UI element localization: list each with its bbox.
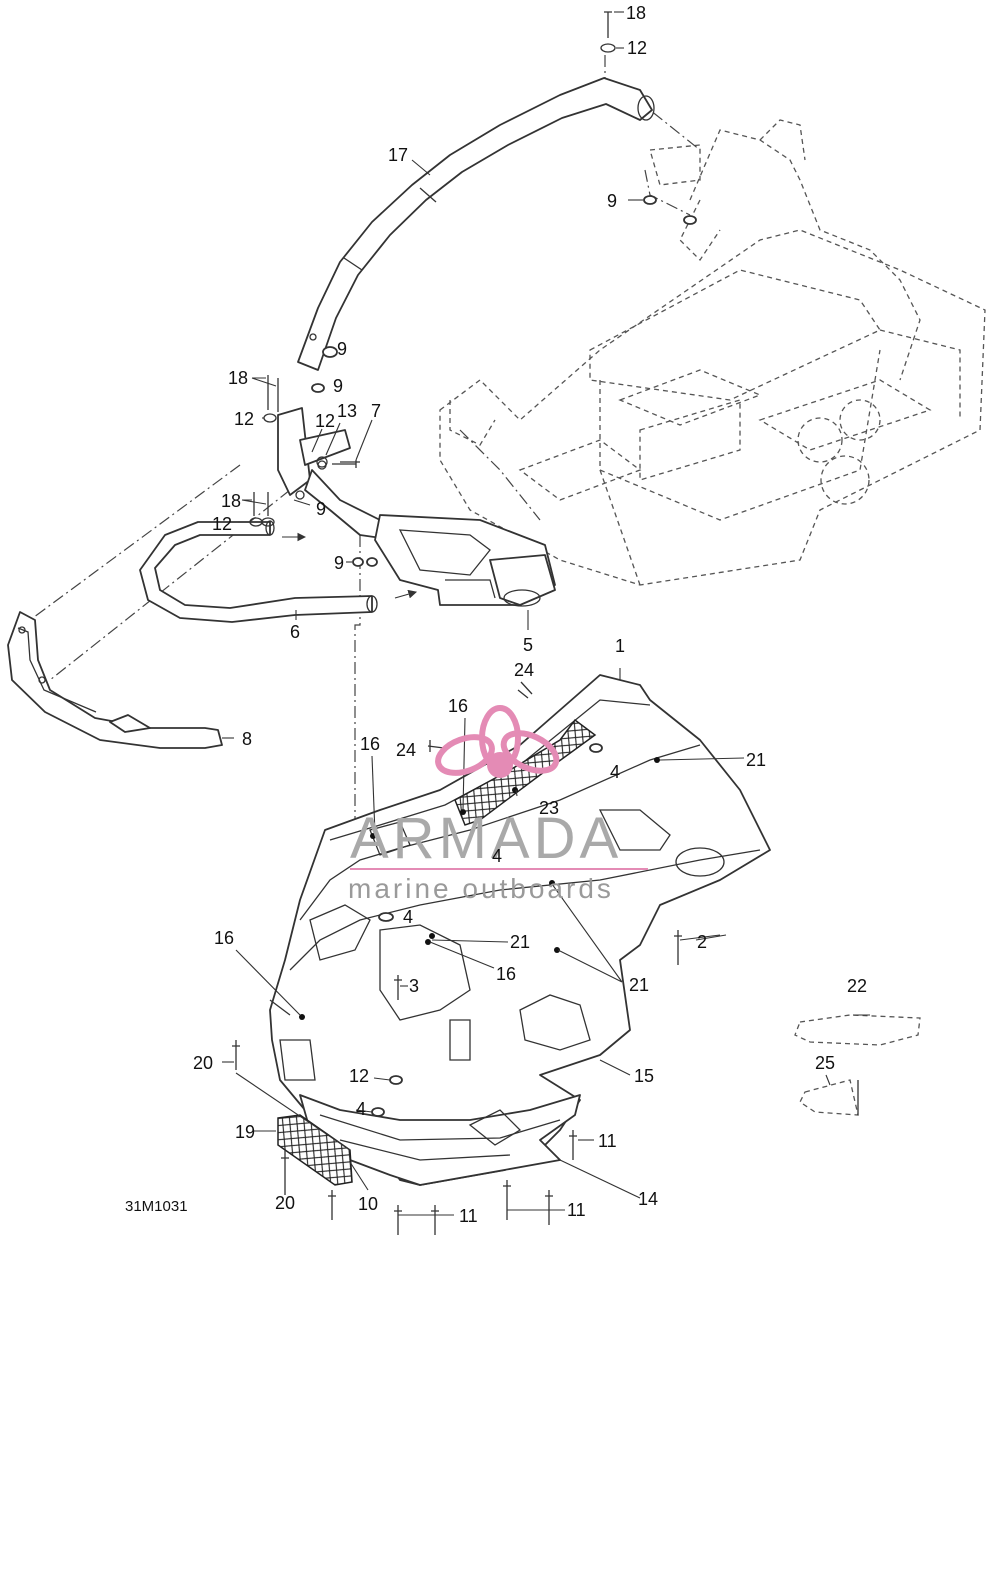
callout-13: 13 [337, 401, 357, 421]
callout-4: 4 [356, 1099, 366, 1119]
callout-14: 14 [638, 1189, 658, 1209]
watermark-brand: ARMADA [350, 806, 622, 871]
chassis-frame [439, 119, 986, 586]
callout-12: 12 [627, 38, 647, 58]
drawing-code: 31M1031 [125, 1198, 188, 1215]
callout-9: 9 [316, 499, 326, 519]
callout-11: 11 [459, 1206, 478, 1226]
callout-16: 16 [448, 696, 468, 716]
part-22 [794, 1014, 921, 1046]
fasteners [232, 11, 697, 1235]
callout-9: 9 [337, 339, 347, 359]
part-6-bumper-loop [139, 520, 378, 623]
callout-11: 11 [598, 1131, 617, 1151]
callout-21: 21 [629, 975, 649, 995]
part-14-skid-plate [299, 1094, 581, 1186]
part-23-mesh-grille [454, 718, 597, 826]
callout-4: 4 [610, 762, 620, 782]
callouts: 18 12 17 9 9 9 18 12 12 13 7 18 9 12 9 6… [193, 3, 867, 1226]
callout-10: 10 [358, 1194, 378, 1214]
callout-20: 20 [193, 1053, 213, 1073]
callout-9: 9 [607, 191, 617, 211]
callout-12: 12 [315, 411, 335, 431]
part-5-bracket [374, 514, 556, 607]
callout-21: 21 [746, 750, 766, 770]
callout-6: 6 [290, 622, 300, 642]
part-8-front-bumper [7, 611, 223, 749]
callout-1: 1 [615, 636, 625, 656]
watermark: ARMADA marine outboards [348, 705, 648, 904]
part-25 [799, 1079, 859, 1116]
callout-23: 23 [539, 798, 559, 818]
callout-25: 25 [815, 1053, 835, 1073]
callout-16: 16 [496, 964, 516, 984]
callout-18: 18 [221, 491, 241, 511]
callout-18: 18 [626, 3, 646, 23]
callout-19: 19 [235, 1122, 255, 1142]
callout-7: 7 [371, 401, 381, 421]
callout-18: 18 [228, 368, 248, 388]
callout-4: 4 [403, 907, 413, 927]
callout-9: 9 [333, 376, 343, 396]
callout-12: 12 [212, 514, 232, 534]
leader-lines [222, 11, 870, 1216]
callout-24: 24 [514, 660, 534, 680]
callout-9: 9 [334, 553, 344, 573]
callout-11: 11 [567, 1200, 586, 1220]
callout-5: 5 [523, 635, 533, 655]
callout-22: 22 [847, 976, 867, 996]
callout-16: 16 [214, 928, 234, 948]
part-17-upper-tube [297, 77, 655, 371]
part-19-mesh [277, 1114, 353, 1186]
callout-2: 2 [697, 932, 707, 952]
callout-8: 8 [242, 729, 252, 749]
callout-16: 16 [360, 734, 380, 754]
callout-21: 21 [510, 932, 530, 952]
callout-15: 15 [634, 1066, 654, 1086]
callout-24: 24 [396, 740, 416, 760]
callout-20: 20 [275, 1193, 295, 1213]
callout-12: 12 [234, 409, 254, 429]
assembly-arrows [282, 532, 418, 599]
part-1-belly-pan [269, 674, 771, 1186]
callout-12: 12 [349, 1066, 369, 1086]
callout-3: 3 [409, 976, 419, 996]
watermark-tagline: marine outboards [348, 873, 614, 904]
callout-17: 17 [388, 145, 408, 165]
part-13-bracket [277, 407, 401, 541]
callout-4: 4 [492, 846, 502, 866]
armada-logo-icon [435, 705, 560, 778]
